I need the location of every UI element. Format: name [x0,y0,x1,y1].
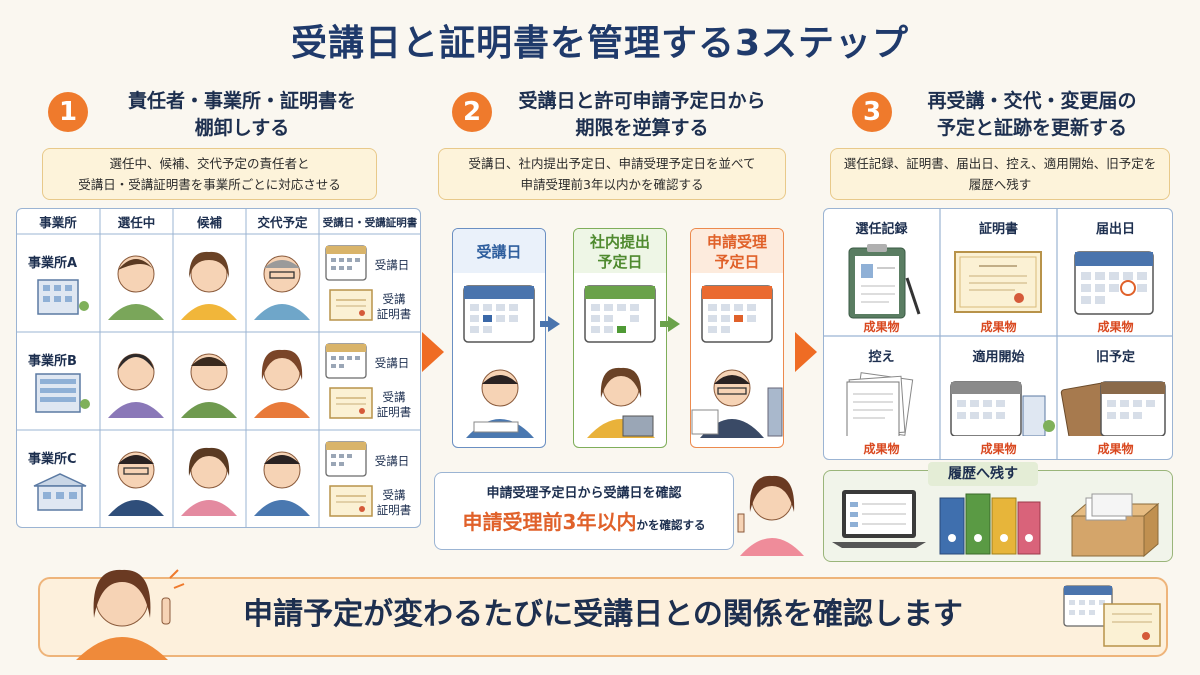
flow-card-2-header [574,229,666,273]
record-label-old-plan: 旧予定 [1095,350,1135,365]
office-c-building-icon [33,473,87,511]
responsible-person-avatars [108,251,310,516]
record-label-filing-date: 届出日 [1095,222,1135,237]
step-1-heading: 責任者・事業所・証明書を 棚卸しする [92,88,392,142]
col-header-current: 選任中 [117,215,156,230]
office-b-building-icon [35,373,90,413]
step-2-note-line1: 受講日、社内提出予定日、申請受理予定日を並べて [468,156,756,171]
result-label-6: 成果物 [1097,442,1134,456]
result-label-1: 成果物 [863,320,900,334]
step-3-note-line1: 選任記録、証明書、届出日、控え、適用開始、旧予定を [843,156,1157,171]
flow-card-2-title-line1: 社内提出 [589,233,650,251]
step-2-heading-line1: 受講日と許可申請予定日から [518,90,766,112]
flow-card-3-title: 申請受理予定日 [690,232,784,272]
office-c-label: 事業所C [28,452,77,467]
office-a-label: 事業所A [28,256,78,271]
records-grid-lines [823,208,1173,460]
certificate-icons-column [329,289,373,517]
step-2-heading: 受講日と許可申請予定日から 期限を逆算する [492,88,792,142]
col-header-successor: 交代予定 [257,215,308,230]
step-2-to-3-arrow [795,332,817,372]
step-3-badge: 3 [852,92,892,132]
row-c-cert-line2: 証明書 [376,503,412,517]
step-2-heading-line2: 期限を逆算する [575,117,709,139]
row-b-cert-line2: 証明書 [376,405,412,419]
col-header-candidate: 候補 [196,215,222,230]
flow-card-2-title: 社内提出予定日 [573,232,667,272]
row-a-cert-line2: 証明書 [376,307,412,321]
flow-card-3-title-line2: 予定日 [714,253,760,271]
callout-tail: かを確認する [636,518,706,532]
step-3-note-line2: 履歴へ残す [968,177,1032,192]
presenter-woman-illustration [76,569,185,660]
step-1-badge: 1 [48,92,88,132]
history-label: 履歴へ残す [928,462,1038,486]
record-label-appointment: 選任記録 [855,222,908,237]
col-header-docs: 受講日・受講証明書 [322,217,418,229]
flow-card-3-header [691,229,783,273]
record-label-copy: 控え [868,350,895,365]
step-3-heading: 再受講・交代・変更届の 予定と証跡を更新する [892,88,1172,142]
calendar-icons-column [325,245,367,477]
row-b-cert-line1: 受講 [382,390,406,404]
step-1-note-line2: 受講日・受講証明書を事業所ごとに対応させる [78,177,341,192]
record-label-certificate: 証明書 [978,222,1018,237]
row-a-cert-line1: 受講 [382,292,406,306]
row-a-cert-label: 受講証明書 [372,292,416,322]
result-label-4: 成果物 [863,442,900,456]
col-header-office: 事業所 [39,215,77,230]
record-icons [846,244,1166,436]
bottom-message: 申請予定が変わるたびに受講日との関係を確認します [243,597,963,632]
history-archive-illustration [832,490,1160,558]
step-3-heading-line2: 予定と証跡を更新する [936,117,1127,139]
step-3-note: 選任記録、証明書、届出日、控え、適用開始、旧予定を 履歴へ残す [830,148,1170,200]
bottom-banner [38,577,1168,657]
pointing-woman-illustration [737,475,804,556]
step-1-to-2-arrow [422,332,444,372]
row-a-date-label: 受講日 [374,258,410,272]
flow-card-1-header [453,229,545,273]
result-label-5: 成果物 [980,442,1017,456]
deadline-callout [434,472,734,550]
step-2-note: 受講日、社内提出予定日、申請受理予定日を並べて 申請受理前3年以内かを確認する [438,148,786,200]
office-a-building-icon [37,279,89,315]
step-2-note-line2: 申請受理前3年以内かを確認する [520,177,704,192]
step-1-heading-line1: 責任者・事業所・証明書を [127,90,356,112]
callout-line2: 申請受理前3年以内かを確認する [434,506,734,535]
record-label-effective-start: 適用開始 [972,350,1025,365]
flow-card-2-title-line2: 予定日 [597,253,643,271]
flow-card-3-title-line1: 申請受理 [706,233,767,251]
result-label-3: 成果物 [1097,320,1134,334]
step-3-heading-line1: 再受講・交代・変更届の [927,90,1137,112]
callout-line1: 申請受理予定日から受講日を確認 [486,486,682,501]
flow-illustrations [463,285,783,438]
row-c-cert-line1: 受講 [382,488,406,502]
step-1-note: 選任中、候補、交代予定の責任者と 受講日・受講証明書を事業所ごとに対応させる [42,148,377,200]
page-title: 受講日と証明書を管理する3ステップ [290,23,910,64]
row-c-cert-label: 受講証明書 [372,488,416,518]
row-b-cert-label: 受講証明書 [372,390,416,420]
office-b-label: 事業所B [28,354,77,369]
flow-card-1-title: 受講日 [476,243,522,261]
step-2-badge: 2 [452,92,492,132]
row-c-date-label: 受講日 [374,454,410,468]
step-1-heading-line2: 棚卸しする [194,117,290,139]
step-1-note-line1: 選任中、候補、交代予定の責任者と [109,156,310,171]
result-label-2: 成果物 [980,320,1017,334]
bottom-docs-illustration [1063,585,1161,647]
office-table-grid [16,208,421,528]
callout-emphasis: 申請受理前3年以内 [462,510,637,534]
row-b-date-label: 受講日 [374,356,410,370]
